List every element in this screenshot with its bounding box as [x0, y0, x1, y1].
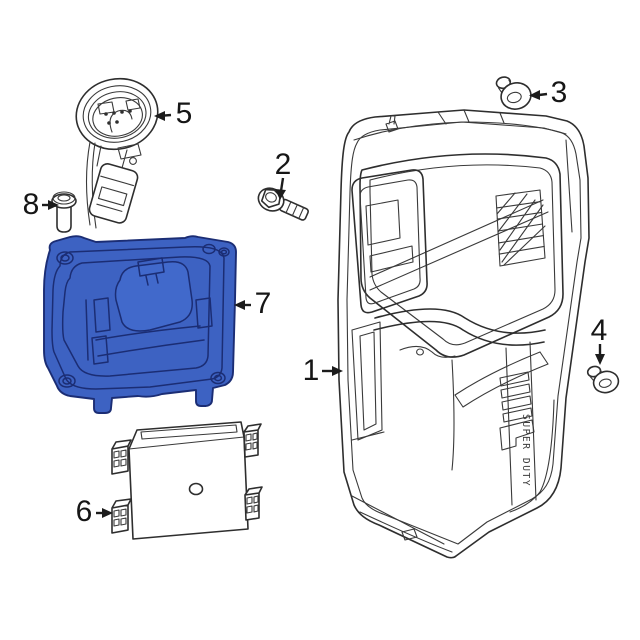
callout-label-3: 3: [550, 76, 568, 109]
mounting-bracket-highlighted-drawing: [43, 235, 237, 414]
callout-label-6: 6: [75, 495, 93, 528]
callout-label-7: 7: [254, 287, 272, 320]
callout-arrow-5: [154, 111, 172, 121]
push-pin-retainer-drawing: [495, 76, 532, 110]
bulb-socket-harness-drawing: [75, 77, 159, 229]
callout-label-4: 4: [590, 314, 608, 347]
shoulder-screw-drawing: [51, 191, 77, 233]
lamp-control-module-drawing: [111, 421, 263, 540]
callout-label-2: 2: [274, 148, 292, 181]
callout-arrow-4: [595, 344, 605, 365]
super-duty-badge: SUPER DUTY: [520, 414, 531, 487]
callout-arrow-6: [96, 508, 113, 518]
callout-arrow-1: [322, 366, 343, 376]
callout-arrow-7: [234, 300, 251, 310]
callout-arrow-2: [275, 177, 286, 200]
callout-arrow-3: [529, 90, 548, 100]
callout-arrow-8: [42, 200, 59, 210]
callout-label-1: 1: [302, 354, 320, 387]
callout-label-8: 8: [22, 188, 40, 221]
tail-lamp-assembly-drawing: SUPER DUTY: [337, 109, 590, 559]
callout-arrows: [42, 90, 605, 518]
callout-label-5: 5: [175, 97, 193, 130]
grommet-nut-drawing: [586, 365, 620, 394]
